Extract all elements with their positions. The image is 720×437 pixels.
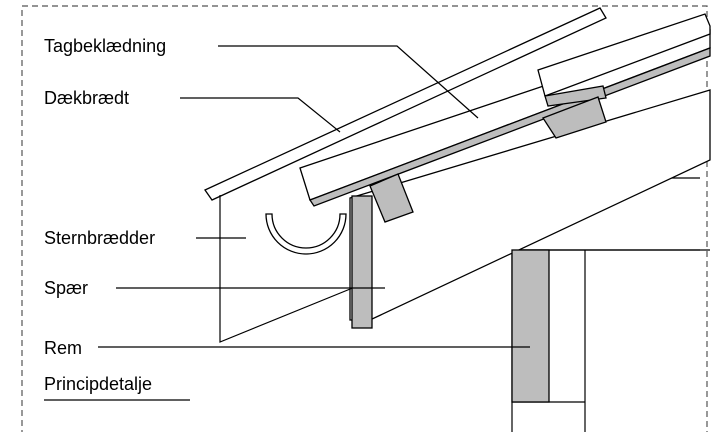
label-roof-covering: Tagbeklædning xyxy=(44,36,166,56)
gable-board-outline xyxy=(219,195,361,343)
upper-plank-strip xyxy=(544,85,607,107)
caption: Principdetalje xyxy=(44,374,152,394)
rafter xyxy=(349,89,711,321)
label-rafter: Spær xyxy=(44,278,88,298)
label-gable-boards: Sternbrædder xyxy=(44,228,155,248)
batten-lower xyxy=(369,173,414,223)
gutter xyxy=(265,213,347,255)
wall-plate xyxy=(511,249,550,403)
stern-board-vertical xyxy=(351,195,373,329)
leader-roof-covering xyxy=(218,45,479,119)
fascia-board xyxy=(204,7,607,201)
drawing-frame xyxy=(21,5,708,437)
upper-plank xyxy=(537,13,711,97)
batten-upper xyxy=(542,96,607,139)
label-wall-plate: Rem xyxy=(44,338,82,358)
leader-fascia-board xyxy=(180,97,341,133)
label-fascia-board: Dækbrædt xyxy=(44,88,129,108)
